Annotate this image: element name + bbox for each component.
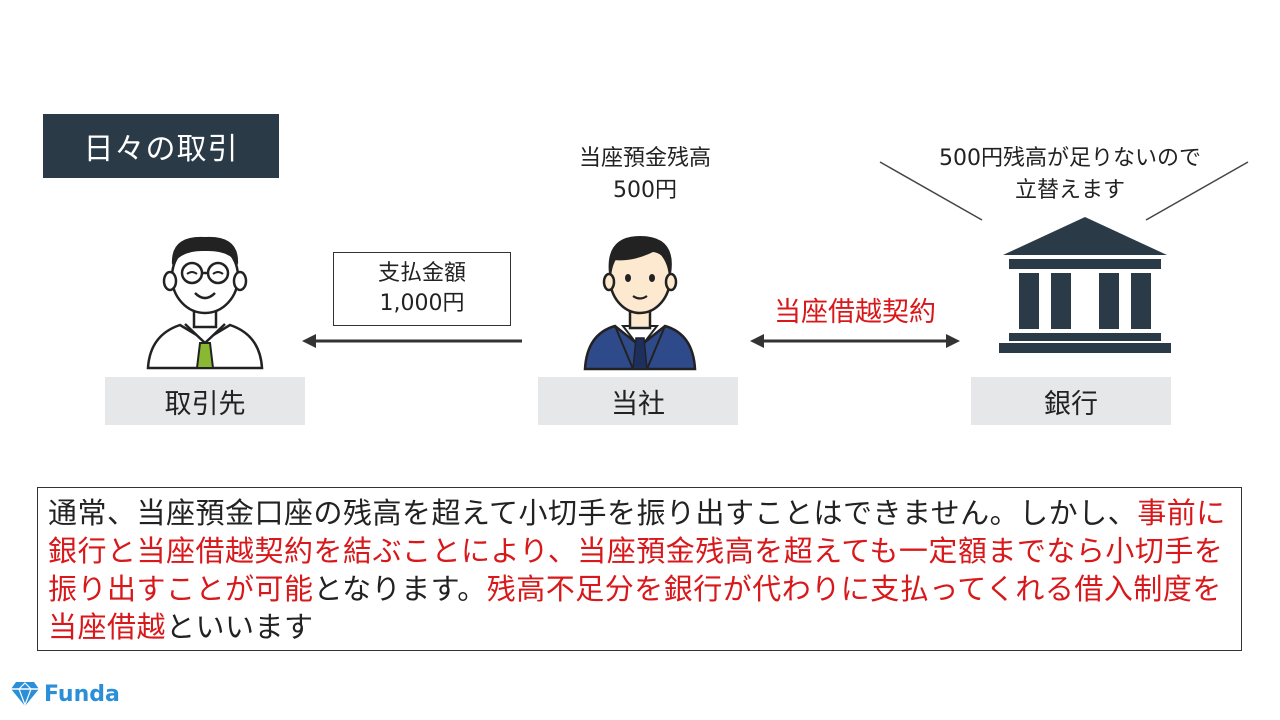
bank-building-icon [999,217,1171,353]
payment-arrow [302,334,522,348]
balance-title: 当座預金残高 [578,146,711,171]
company-person-icon [583,236,697,371]
explanation-segment: となります。 [313,572,487,606]
overdraft-contract-label: 当座借越契約 [774,297,936,328]
payment-title: 支払金額 [377,261,466,286]
funda-logo: Funda [10,681,120,707]
payment-amount-box: 支払金額 1,000円 [333,252,511,326]
bank-note-line1: 500円残高が足りないので [939,146,1201,171]
business-partner-icon [146,236,264,370]
explanation-segment-highlight: 事前に銀行と当座借越契約を結ぶことにより、当座預金残高を超えても一定額までなら小… [48,496,1226,606]
bank-note: 500円残高が足りないので 立替えます [900,143,1240,207]
explanation-segment: 通常、当座預金口座の残高を超えて小切手を振り出すことはできません。しかし、 [48,496,1138,530]
payment-value: 1,000円 [379,291,465,316]
explanation-segment: といいます [166,610,314,644]
bank-label: 銀行 [971,377,1171,425]
page-title: 日々の取引 [43,114,279,178]
balance-value: 500円 [613,178,677,203]
diamond-icon [11,682,39,707]
bank-speech-lines [879,161,1249,221]
contract-arrow [750,334,960,348]
logo-text: Funda [44,681,120,707]
company-label: 当社 [538,377,738,425]
partner-label: 取引先 [105,377,305,425]
explanation-segment-highlight: 残高不足分を銀行が代わりに支払ってくれる借入制度を当座借越 [48,572,1222,644]
explanation-box: 通常、当座預金口座の残高を超えて小切手を振り出すことはできません。しかし、事前に… [37,487,1242,651]
balance-text: 当座預金残高 500円 [545,143,745,207]
bank-note-line2: 立替えます [1014,178,1125,203]
